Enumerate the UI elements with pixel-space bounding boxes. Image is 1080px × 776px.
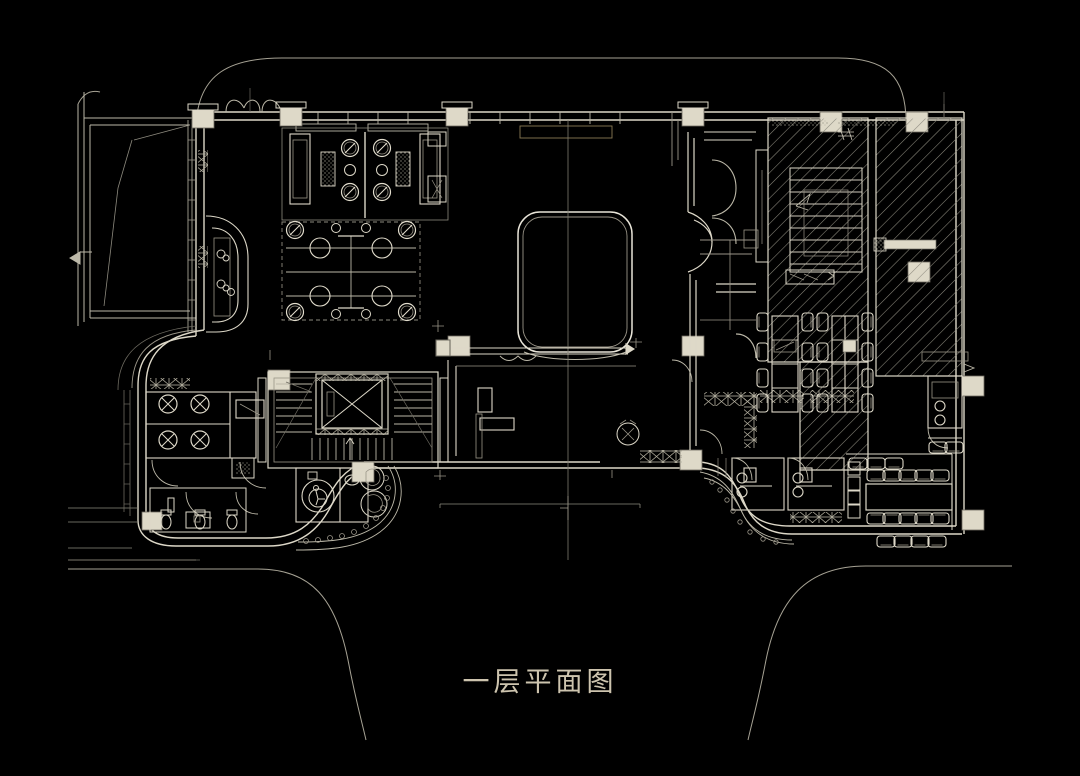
- corridor-curve-right: [699, 458, 795, 545]
- site-boundary-canopy-top: [77, 57, 907, 127]
- stair-elevator-core: [257, 371, 449, 469]
- bench-seating-lower: [876, 535, 947, 548]
- conference-chairs-top: [866, 469, 950, 482]
- dining-table-group: [281, 220, 421, 322]
- site-boundary-canopy-bottom: [68, 559, 1012, 741]
- central-atrium-void: [517, 211, 633, 360]
- wheelchair-icon: [308, 485, 328, 508]
- door-swings-center-right: [671, 359, 723, 455]
- drawing-ticks: [269, 104, 945, 520]
- entry-door-swings-top: [225, 99, 281, 113]
- private-offices: [731, 457, 861, 523]
- hatched-zone-right: [755, 117, 976, 471]
- left-lounge-sofa: [205, 215, 249, 333]
- upper-right-rooms: [704, 131, 759, 249]
- outdoor-paving-left: [68, 325, 197, 549]
- center-right-partitions: [671, 112, 757, 450]
- conference-table: [846, 437, 964, 548]
- brick-wall-segments-center: [640, 392, 757, 463]
- accessible-restroom: [295, 465, 402, 551]
- lounge-reception: [281, 127, 449, 221]
- restroom-block-left: [145, 378, 267, 533]
- entry-canopy-left: [69, 92, 196, 326]
- plan-caption: 一层平面图: [462, 667, 618, 698]
- left-curtain-wall: [187, 120, 208, 332]
- edge-reference-lines: [68, 88, 945, 561]
- conference-chairs-bottom: [866, 512, 950, 525]
- top-glazing-mullions: [295, 112, 621, 139]
- reception-desk-center: [435, 339, 640, 462]
- office-workstations: [756, 312, 874, 413]
